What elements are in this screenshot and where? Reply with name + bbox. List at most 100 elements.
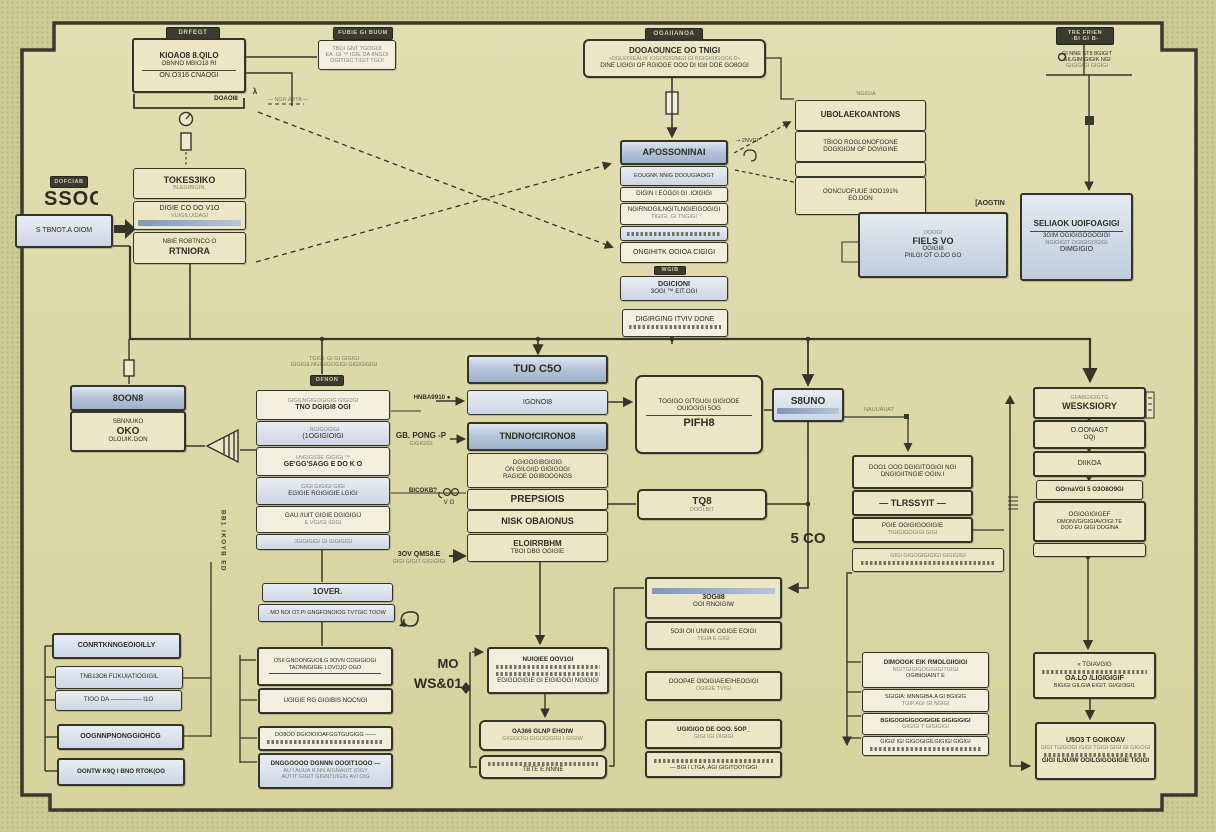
l2: TNB13O6 FIJKUIATIOGIGIL	[55, 666, 183, 689]
m3-line-1: TAONNGIGIE LOVOJO OGO	[288, 664, 362, 671]
l2-line-0: TNB13O6 FIJKUIATIOGIGIL	[79, 673, 159, 681]
ofnon-r2-line-0: ..NGIGOGIGI	[306, 426, 340, 433]
ofnon-r1-line-1: TNO DGIGI8 OGI	[295, 404, 351, 412]
ofnon-r4-line-1: EGIGIE RGIGIGIE LGIGI	[288, 489, 358, 497]
box-pifhb-line-3: PIFH8	[683, 417, 715, 430]
stack-r5-line-0	[627, 231, 721, 236]
tud-nisk-line-0: NISK OBAIONUS	[501, 516, 574, 527]
f4-line-0: GIGI GIGOGIGIGIGI GIGIGIGI	[890, 553, 966, 560]
label-pong-line-1: GIGIGIGI	[409, 441, 433, 448]
f2-tlrssyit: — TLRSSYIT —	[852, 490, 973, 516]
l3-line-0: TIOO DA ————— I1O	[83, 696, 154, 704]
label-ofnon-above-line-0: TGIGI. GI GI GIGIGI	[308, 355, 360, 362]
box-selinok-line-4: DIMGIGIO	[1059, 246, 1094, 254]
g4-line-0: GIGI2 IGI GIGOGIGILGIGIGI GIGIGI	[880, 739, 971, 746]
connector-54	[1009, 401, 1032, 772]
connector-44	[787, 422, 809, 594]
label-2nvgi-line-0: ⇢ 2NVGI	[735, 138, 759, 145]
g1-line-1: NGITGIGIGOGIGIGITGIGI	[892, 667, 959, 674]
stack-r1-apossoninai: APOSSONINAI	[620, 140, 728, 165]
d1-line-2	[495, 672, 601, 676]
l4: OOGNNPNONGGIOHCG	[57, 724, 184, 750]
h4: GOrnaVGI 5 O3O8O9GI	[1036, 480, 1143, 500]
box-thinrow	[795, 162, 926, 177]
h5-line-2: DOO EU GIGI DOGINA	[1060, 524, 1119, 531]
g3-line-0: BGIGOGIGIGOGIGIGIE GIGIGIGIGI	[880, 717, 971, 724]
label-norasta: — NGR ABTA —	[260, 96, 316, 104]
tud-header: TUD C5O	[467, 355, 608, 384]
e4-line-0: UGIGIGO DE OOO. 5OP_	[677, 726, 750, 734]
label-lambda-line-0: λ	[252, 86, 258, 96]
e5: — BGI I LTGA .AGI GIGITOOTGIGI	[645, 751, 782, 778]
m1-lover-line-0: 1OVER.	[312, 587, 343, 597]
connector-0	[128, 246, 1098, 384]
e1-line-1: 3OGII8	[702, 594, 725, 602]
e5-line-1: — BGI I LTGA .AGI GIGITOOTGIGI	[669, 764, 758, 771]
m3-line-2	[268, 672, 382, 674]
e2-line-0: 5O3I OII UNNIK OGIGE EOIGI	[670, 627, 757, 635]
label-norasta-line-0: — NGR ABTA —	[267, 96, 309, 103]
fat-arrow-icon	[114, 219, 136, 239]
label-bicokb-line-0: BICOKB?	[408, 486, 438, 494]
tab-ofnon: OFNON	[310, 375, 344, 386]
box-a2-line-1: EA .GI ™ IGIE DA 8NGOI	[325, 51, 389, 58]
label-vg-line-0: V G	[443, 499, 455, 507]
label-aogtin-line-0: [AOGTIN	[975, 200, 1005, 208]
d2-line-0: OA366 GLNP EHOIW	[511, 727, 574, 735]
box-pifhb-line-0: TOGIGO GITGUGI GIGIOOE	[658, 398, 740, 406]
funnel-icon	[205, 428, 239, 464]
box-donaounce-line-2: DINE LIGIGI OF RGIOGE OOO DI IGII DOE GO…	[600, 61, 749, 69]
box-ssuno-line-1	[777, 408, 839, 415]
tud-r1-line-2: RAGIOE OGIBOOGNGS	[502, 472, 573, 480]
box-fielsvo-line-0: OOOGI	[923, 229, 943, 236]
box-ooncu-line-1: EO.DON	[848, 195, 873, 202]
l1: CONRTKNNGEOIOILLY	[52, 633, 181, 659]
box-kionos-line-0: KIOAO8 8.QILO	[159, 50, 219, 60]
ofnon-r2-line-1: (1OGIGIOIGI	[302, 432, 344, 440]
label-bicokb: BICOKB?	[398, 485, 448, 497]
m3-line-0: OSII GNOONGUOILG 9OVN COGIGIOGI	[273, 658, 377, 665]
box-stbnot-line-0: S TBNOT.A OIOM	[35, 227, 93, 235]
h7-oalo-line-2: OA.LO /LIGIGIGIF	[1065, 675, 1124, 683]
h6	[1033, 543, 1146, 557]
label-aogtin: [AOGTIN	[964, 198, 1016, 210]
tud-eloirrbhm-line-1: TBOI DBG OGIGIE	[510, 548, 565, 555]
g4: GIGI2 IGI GIGOGIGILGIGIGI GIGIGI	[862, 736, 989, 756]
label-undertab-line-2: GIGIGIGI GIGIGI	[1065, 63, 1109, 70]
g2-line-1: TGIP.AGI GI NGIGI	[901, 700, 950, 707]
stack-r5	[620, 226, 728, 241]
stack-r7-line-0: DGICIONI	[658, 281, 690, 289]
box-dioe-line-0: DIGIE CO DO V1O	[159, 204, 220, 212]
e4-line-1: GIGI IGI OIGIGI	[693, 734, 734, 741]
label-undertab-line-1: GILGIM GIGIK NGI	[1063, 56, 1111, 63]
tud-r1-line-0: DGIGOGIBGIGIG	[512, 459, 563, 467]
label-rot-bb1: BB1 IKOYB ED	[214, 504, 230, 578]
gauge-icon	[178, 111, 194, 151]
l4-line-0: OOGNNPNONGGIOHCG	[80, 733, 161, 741]
h3: DIIKOA	[1033, 451, 1146, 477]
h1-wesksiory-line-1: WESKSIORY	[1062, 401, 1117, 412]
box-donaounce-line-0: DOOAOUNCE OO TNIGI	[628, 46, 721, 56]
box-a2-line-0: TBOI GNT TGOGOI	[332, 45, 382, 52]
d3: TBTE E.NNNE	[479, 755, 607, 779]
box-tomessiko-line-1: BLEGIBIGIN.	[173, 185, 206, 192]
box-riniora-line-0: NBIE ROBTNCO O	[162, 238, 217, 246]
box-donaounce-line-1: »OGLEOIEALIK IOGOGIGIMGI GI BGIGIGIGOGIL…	[608, 56, 741, 63]
big-mo: MO	[424, 656, 472, 672]
label-qms-line-1: GIGI GIGIT GIGIGIGI	[392, 558, 446, 565]
box-tbioo-line-1: DOGIGIOM OF DOVIGINE	[823, 145, 898, 153]
